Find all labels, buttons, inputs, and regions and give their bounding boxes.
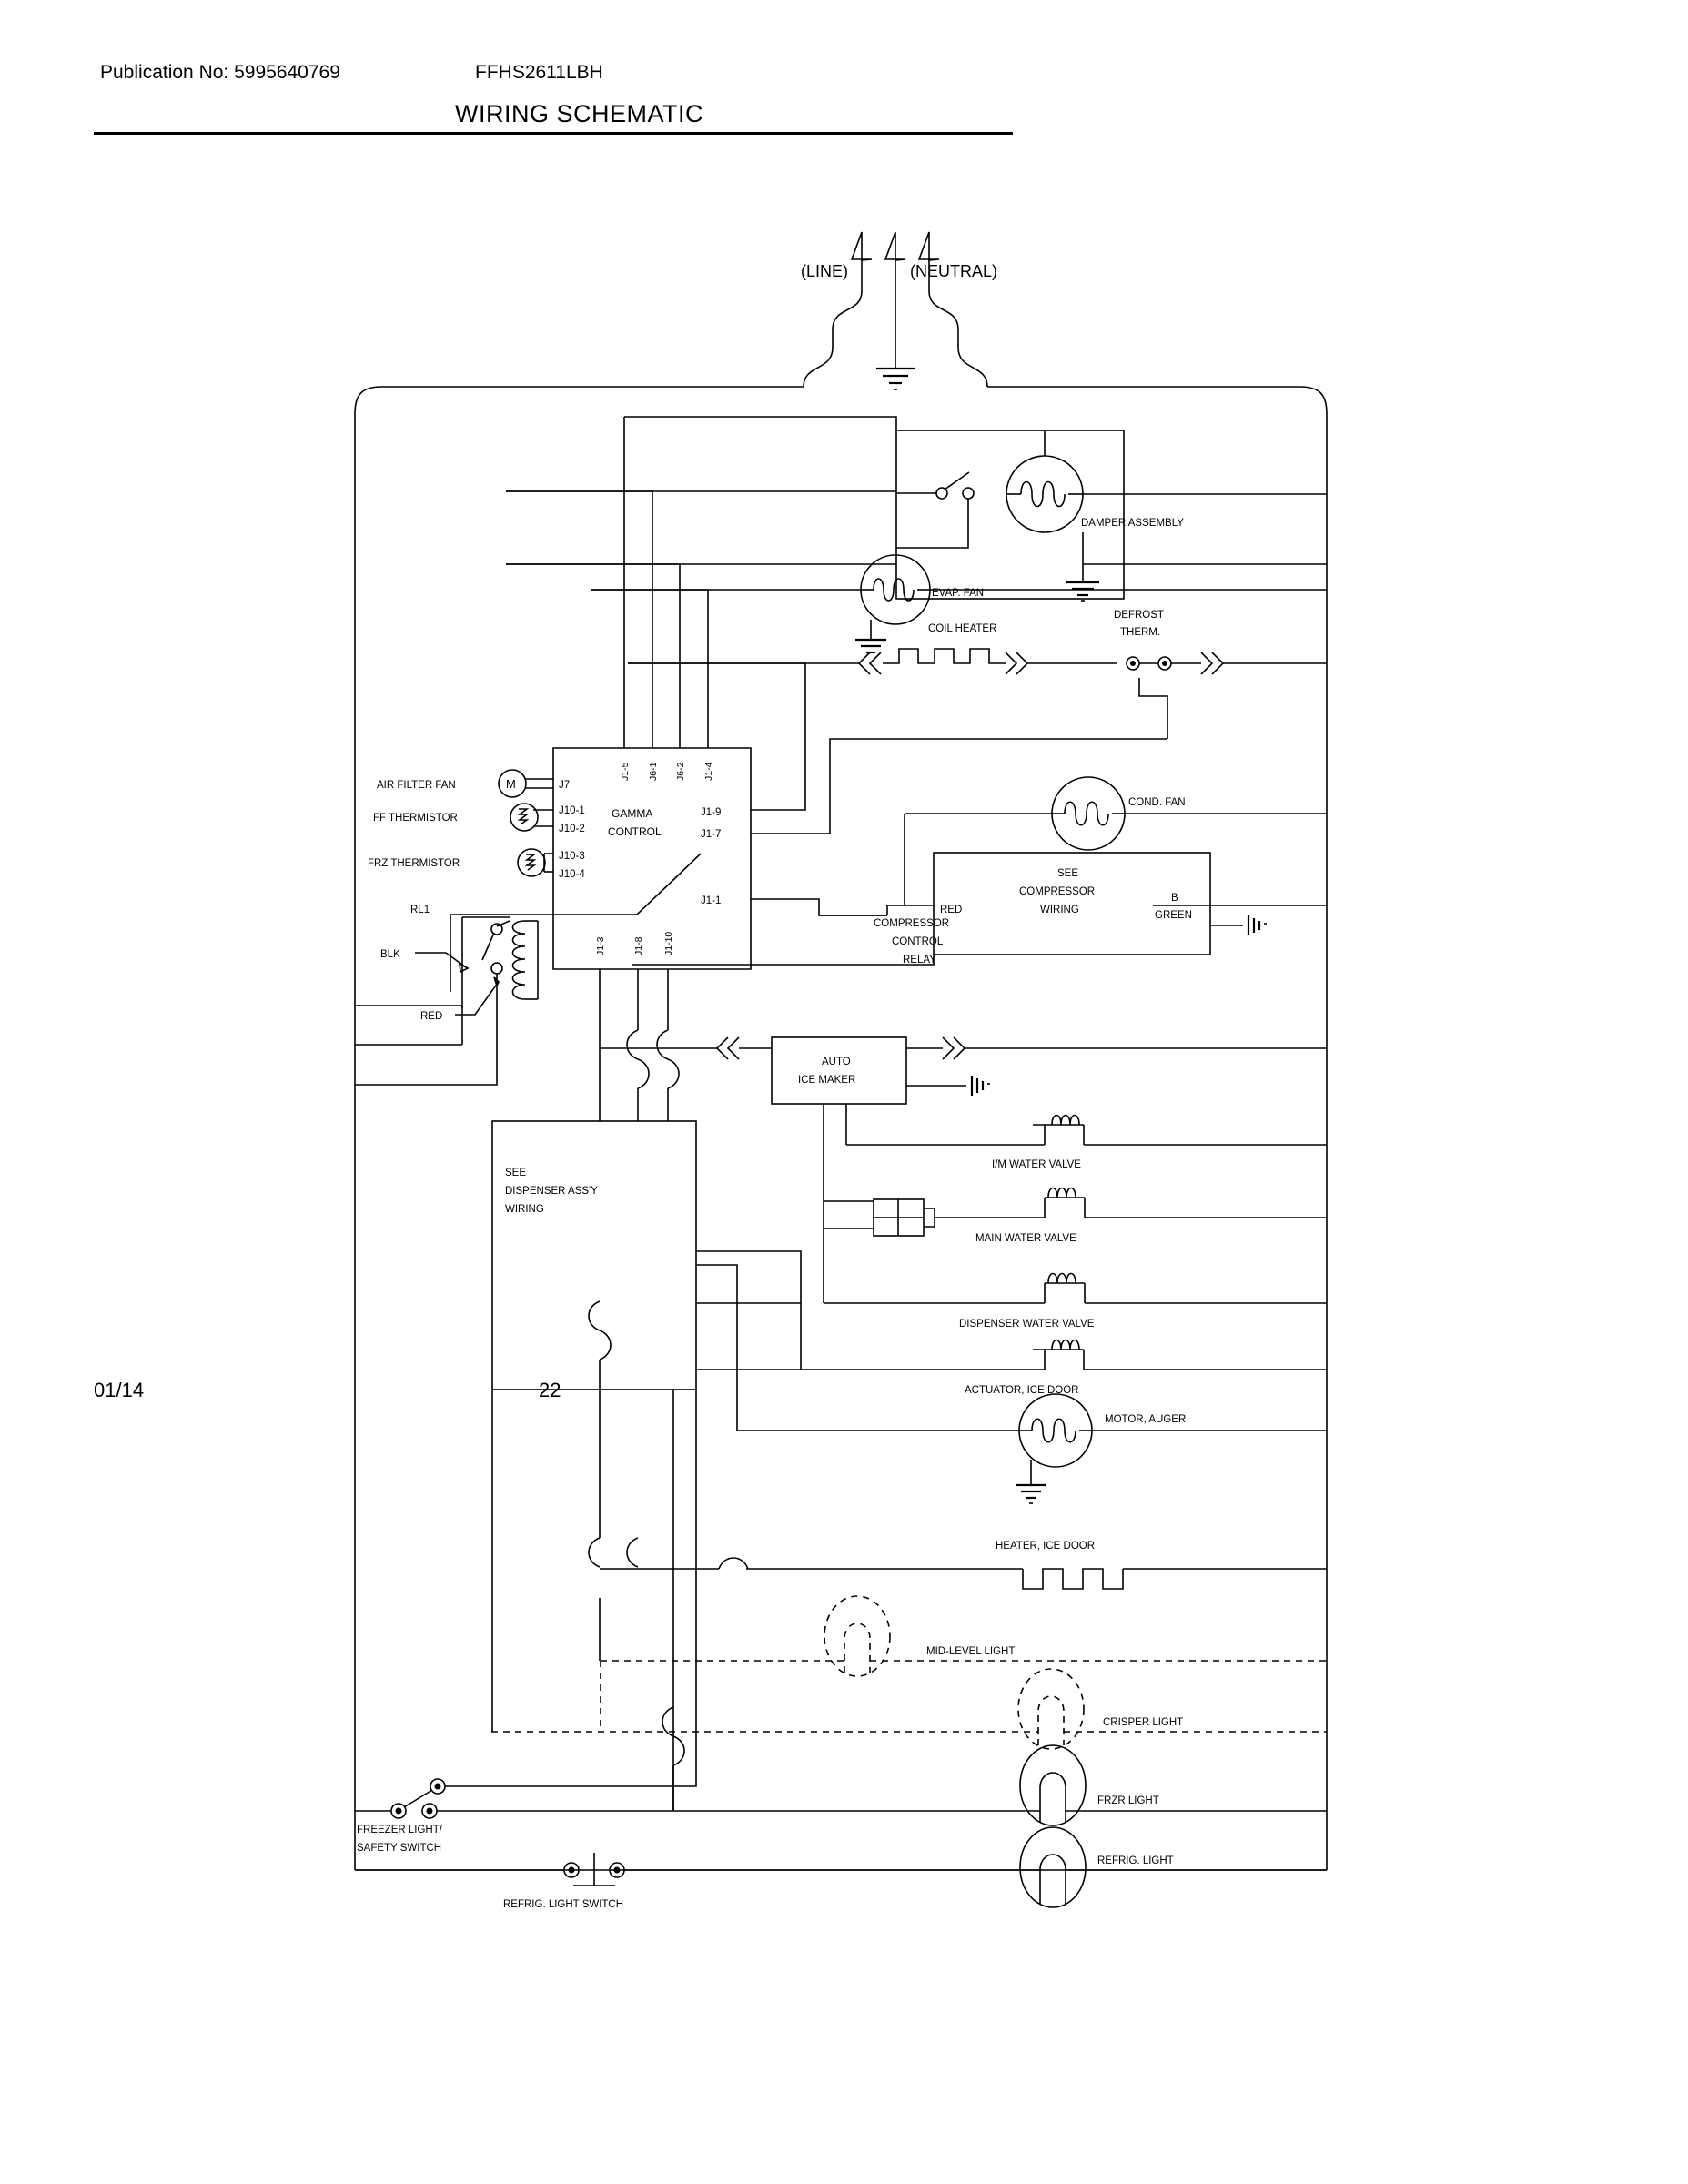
footer-page-number: 22 <box>539 1379 561 1401</box>
refrig-light-switch-group: REFRIG. LIGHT SWITCH <box>355 1853 783 1910</box>
pin-j10-2: J10-2 <box>559 824 585 834</box>
power-supply-group <box>850 231 940 390</box>
wire-hops-group <box>588 1300 685 1811</box>
label-neutral: (NEUTRAL) <box>910 262 998 280</box>
label-red: RED <box>420 1011 442 1022</box>
pin-j10-4: J10-4 <box>559 869 585 880</box>
frz-thermistor-group: FRZ THERMISTOR <box>368 848 553 877</box>
label-im-water-valve: I/M WATER VALVE <box>992 1159 1081 1170</box>
label-mid-level-light: MID-LEVEL LIGHT <box>926 1646 1015 1657</box>
label-defrost-therm-1: DEFROST <box>1114 610 1164 621</box>
pin-j1-10: J1-10 <box>663 932 674 956</box>
label-actuator-ice-door: ACTUATOR, ICE DOOR <box>965 1385 1078 1396</box>
im-water-valve-group: I/M WATER VALVE <box>845 1104 1327 1170</box>
dispenser-assy-box-group: SEE DISPENSER ASS'Y WIRING <box>491 1120 801 1810</box>
label-comp-relay-3: RELAY <box>903 955 936 966</box>
label-gamma-control-2: CONTROL <box>608 825 662 838</box>
pin-j10-1: J10-1 <box>559 805 585 816</box>
pin-j1-3: J1-3 <box>595 936 606 956</box>
label-gamma-control-1: GAMMA <box>612 807 652 820</box>
label-dispenser-water-valve: DISPENSER WATER VALVE <box>959 1319 1095 1330</box>
pin-j1-7: J1-7 <box>701 829 721 840</box>
pin-j1-1: J1-1 <box>701 895 721 906</box>
publication-number: Publication No: 5995640769 <box>100 62 340 83</box>
model-number: FFHS2611LBH <box>475 62 603 83</box>
label-comp-relay-2: CONTROL <box>892 936 944 947</box>
label-compressor-green: GREEN <box>1155 910 1192 921</box>
label-main-water-valve: MAIN WATER VALVE <box>975 1233 1076 1244</box>
label-crisper-light: CRISPER LIGHT <box>1103 1717 1183 1728</box>
header-divider <box>94 132 1013 135</box>
label-dispenser-box-1: SEE <box>505 1168 526 1178</box>
label-compressor-b: B <box>1171 893 1178 904</box>
air-filter-fan-group: AIR FILTER FAN M <box>377 769 553 798</box>
pin-j7: J7 <box>559 780 570 791</box>
frzr-light-group: FRZR LIGHT <box>582 1744 1327 1826</box>
label-damper-assembly: DAMPER ASSEMBLY <box>1081 518 1184 529</box>
evap-fan-group: EVAP. FAN <box>591 554 1327 654</box>
main-water-valve-group: MAIN WATER VALVE <box>823 1187 1327 1244</box>
pin-j10-3: J10-3 <box>559 851 585 862</box>
ff-thermistor-group: FF THERMISTOR <box>373 803 553 832</box>
damper-assembly-group: DAMPER ASSEMBLY <box>506 430 1327 602</box>
page-title: WIRING SCHEMATIC <box>455 100 703 127</box>
label-refrig-light: REFRIG. LIGHT <box>1097 1855 1174 1866</box>
label-comp-relay-1: COMPRESSOR <box>874 918 949 929</box>
label-ff-thermistor: FF THERMISTOR <box>373 813 458 824</box>
label-freezer-switch-2: SAFETY SWITCH <box>357 1843 441 1854</box>
footer-date: 01/14 <box>94 1379 145 1401</box>
motor-icon-label: M <box>506 777 516 791</box>
label-ice-maker-2: ICE MAKER <box>798 1075 855 1086</box>
cond-fan-group: COND. FAN <box>905 776 1327 851</box>
label-compressor-box-1: SEE <box>1057 868 1078 879</box>
label-dispenser-box-3: WIRING <box>505 1204 544 1215</box>
label-evap-fan: EVAP. FAN <box>932 588 984 599</box>
dispenser-water-valve-group: DISPENSER WATER VALVE <box>823 1228 1327 1330</box>
label-rl1: RL1 <box>410 905 430 915</box>
heater-ice-door-group: HEATER, ICE DOOR <box>600 1541 1327 1590</box>
rl1-relay-group: RL1 BLK RED <box>355 905 553 1086</box>
label-coil-heater: COIL HEATER <box>928 623 996 634</box>
label-ice-maker-1: AUTO <box>822 1057 851 1067</box>
label-compressor-red: RED <box>940 905 962 915</box>
label-motor-auger: MOTOR, AUGER <box>1105 1414 1186 1425</box>
defrost-therm-group: DEFROST THERM. <box>1114 610 1327 739</box>
label-heater-ice-door: HEATER, ICE DOOR <box>996 1541 1095 1552</box>
motor-auger-group: MOTOR, AUGER <box>668 1264 1327 1504</box>
freezer-safety-switch-group: FREEZER LIGHT/ SAFETY SWITCH <box>355 1390 697 1854</box>
label-line: (LINE) <box>801 262 849 280</box>
auto-ice-maker-group: AUTO ICE MAKER <box>600 1036 1327 1201</box>
pin-j1-4: J1-4 <box>703 762 714 781</box>
label-compressor-box-3: WIRING <box>1040 905 1079 915</box>
pin-j6-1: J6-1 <box>648 762 659 781</box>
coil-heater-group: COIL HEATER <box>628 623 1117 675</box>
compressor-wiring-group: SEE COMPRESSOR WIRING RED B GREEN COMPRE… <box>632 814 1327 966</box>
label-compressor-box-2: COMPRESSOR <box>1019 886 1095 897</box>
label-blk: BLK <box>380 949 400 960</box>
pin-j6-2: J6-2 <box>675 762 686 781</box>
pin-j1-9: J1-9 <box>701 807 721 818</box>
pin-j1-8: J1-8 <box>633 936 644 956</box>
crisper-light-group: CRISPER LIGHT <box>491 1668 1327 1750</box>
label-dispenser-box-2: DISPENSER ASS'Y <box>505 1186 598 1197</box>
label-frzr-light: FRZR LIGHT <box>1097 1795 1159 1806</box>
label-cond-fan: COND. FAN <box>1128 797 1186 808</box>
pin-j1-5: J1-5 <box>620 762 631 781</box>
label-refrig-light-switch: REFRIG. LIGHT SWITCH <box>503 1899 623 1910</box>
label-defrost-therm-2: THERM. <box>1120 627 1160 638</box>
label-air-filter-fan: AIR FILTER FAN <box>377 780 456 791</box>
label-frz-thermistor: FRZ THERMISTOR <box>368 858 460 869</box>
label-freezer-switch-1: FREEZER LIGHT/ <box>357 1825 443 1835</box>
mid-level-light-group: MID-LEVEL LIGHT <box>600 1595 1327 1732</box>
refrig-light-group: REFRIG. LIGHT <box>783 1826 1327 1908</box>
